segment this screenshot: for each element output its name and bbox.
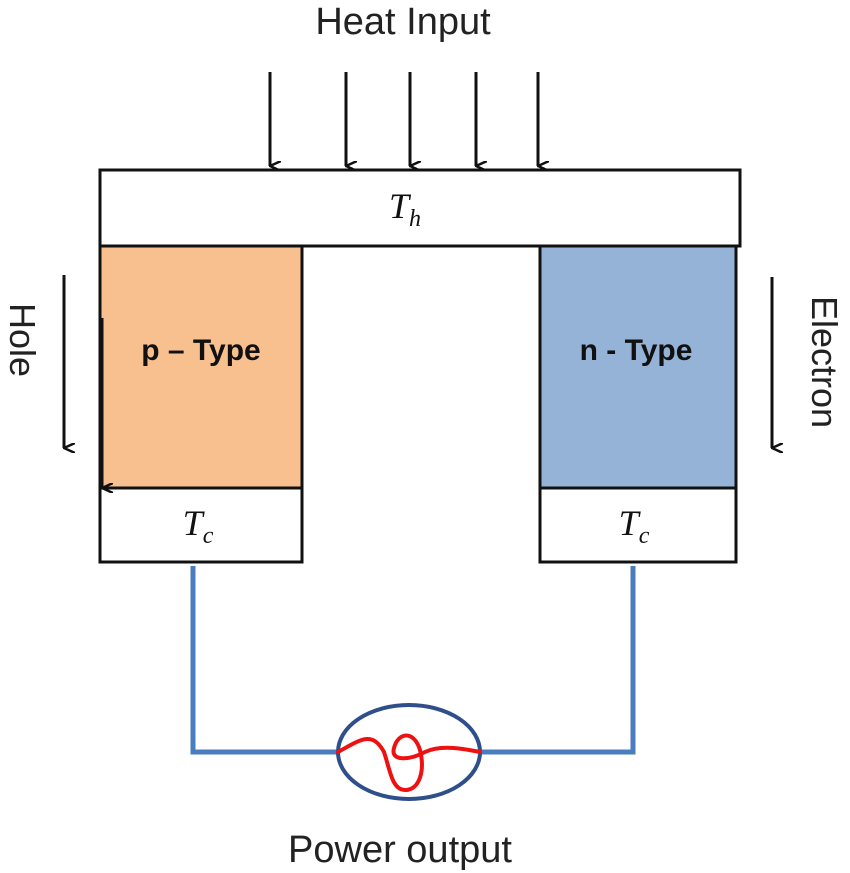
wire-right xyxy=(480,566,636,755)
heat-input-label: Heat Input xyxy=(315,1,491,43)
hot-temperature-label: Th xyxy=(389,186,421,232)
n-type-leg xyxy=(538,244,738,490)
cold-side-plate-left xyxy=(98,486,304,564)
n-type-label: n - Type xyxy=(580,334,693,367)
power-output-label: Power output xyxy=(288,829,512,871)
electron-label: Electron xyxy=(804,296,845,428)
wire-left xyxy=(190,566,338,755)
cold-temperature-label-left: Tc xyxy=(183,503,214,549)
p-type-leg xyxy=(98,244,304,490)
heat-arrows xyxy=(268,72,538,166)
hole-label: Hole xyxy=(2,303,43,377)
cold-temperature-label-right: Tc xyxy=(619,503,650,549)
light-bulb-icon xyxy=(336,703,482,801)
cold-side-plate-right xyxy=(538,486,738,564)
p-type-label: p – Type xyxy=(141,334,260,367)
hot-side-plate xyxy=(98,168,742,248)
